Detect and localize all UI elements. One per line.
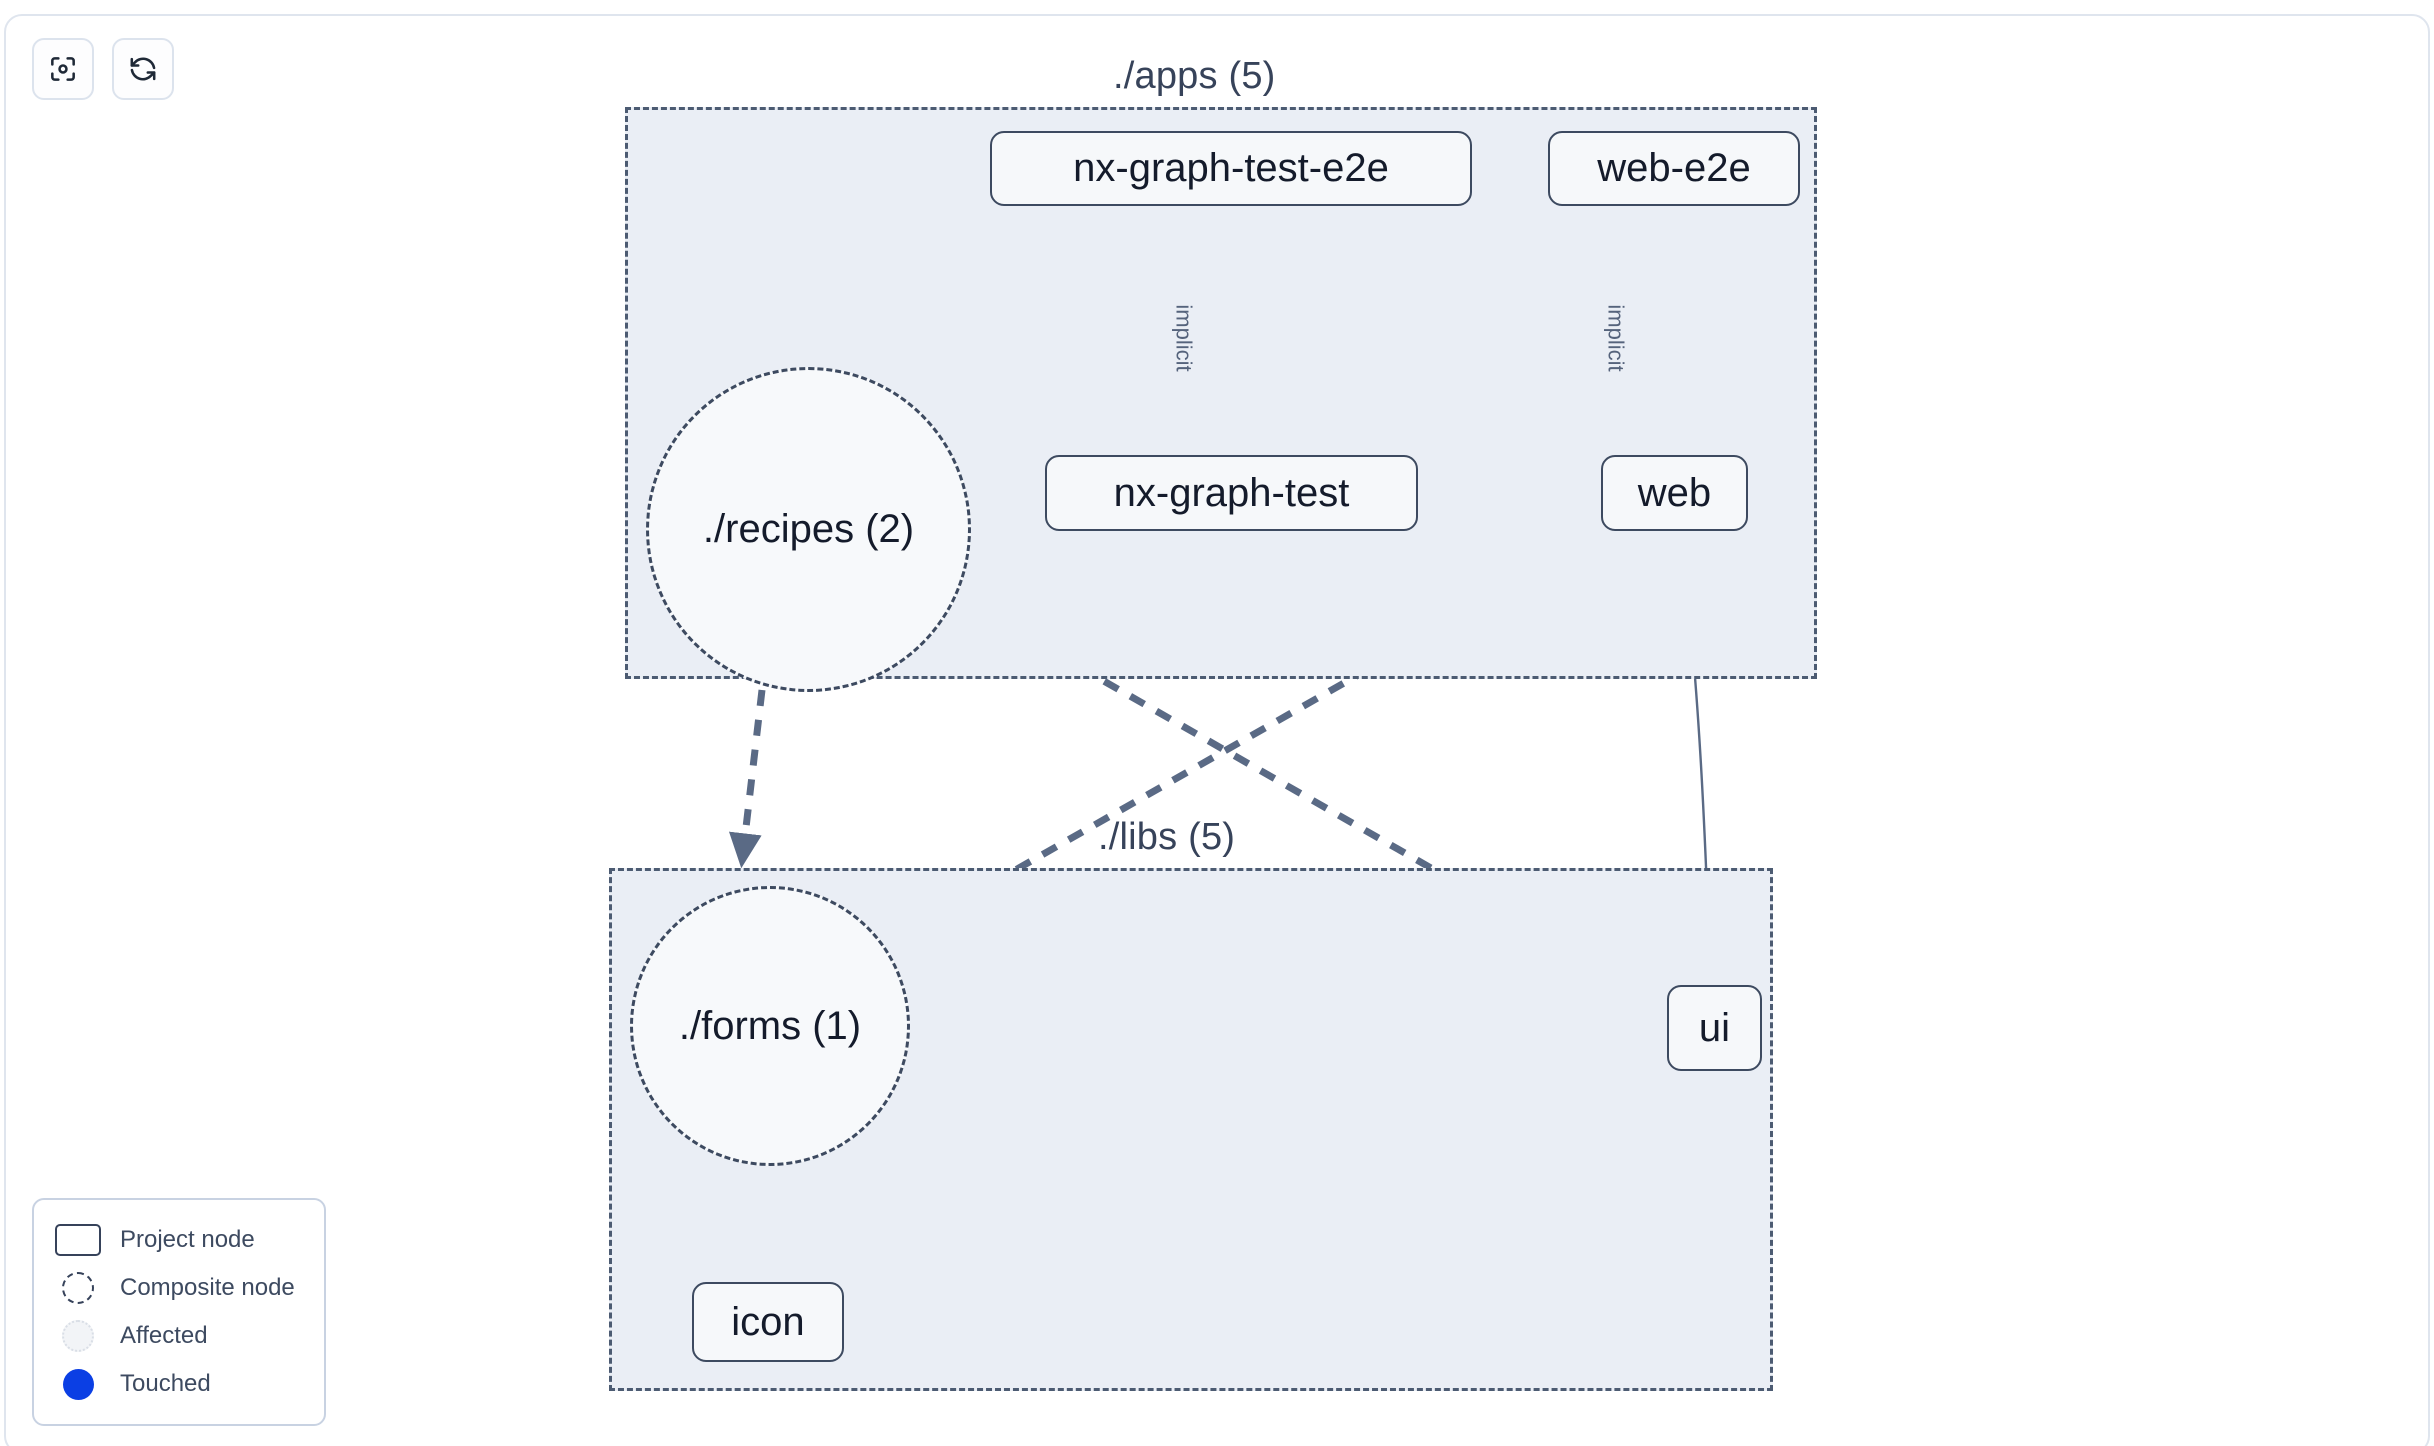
refresh-icon (127, 53, 159, 85)
affected-swatch (54, 1319, 102, 1353)
legend-item-affected: Affected (54, 1312, 306, 1360)
node-web-e2e[interactable]: web-e2e (1548, 131, 1800, 206)
project-node-swatch (54, 1223, 102, 1257)
node-web[interactable]: web (1601, 455, 1748, 531)
node-icon[interactable]: icon (692, 1282, 844, 1362)
refresh-graph-button[interactable] (112, 38, 174, 100)
node-nx-graph-test[interactable]: nx-graph-test (1045, 455, 1418, 531)
graph-legend: Project node Composite node Affected Tou… (32, 1198, 326, 1426)
group-libs-label: ./libs (5) (1098, 816, 1236, 858)
legend-label: Affected (120, 1322, 208, 1349)
legend-item-composite-node: Composite node (54, 1264, 306, 1312)
focus-graph-button[interactable] (32, 38, 94, 100)
node-recipes[interactable]: ./recipes (2) (646, 367, 971, 692)
edge-recipes-to-forms (728, 689, 766, 869)
legend-label: Touched (120, 1370, 211, 1397)
focus-target-icon (47, 53, 79, 85)
legend-label: Project node (120, 1226, 255, 1253)
touched-swatch (54, 1367, 102, 1401)
legend-label: Composite node (120, 1274, 295, 1301)
legend-item-project-node: Project node (54, 1216, 306, 1264)
group-apps-label: ./apps (5) (1113, 55, 1276, 97)
node-nx-graph-test-e2e[interactable]: nx-graph-test-e2e (990, 131, 1472, 206)
composite-node-swatch (54, 1271, 102, 1305)
graph-toolbar (32, 38, 174, 100)
node-ui[interactable]: ui (1667, 985, 1762, 1071)
legend-item-touched: Touched (54, 1360, 306, 1408)
node-forms[interactable]: ./forms (1) (630, 886, 910, 1166)
